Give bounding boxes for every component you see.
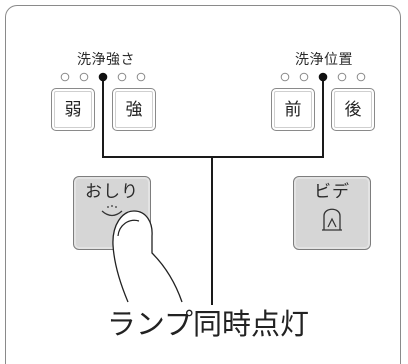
spray-dot bbox=[107, 206, 109, 208]
bidet-button-label: ビデ bbox=[314, 182, 350, 201]
control-panel-frame bbox=[5, 5, 401, 364]
strength-label: 洗浄強さ bbox=[77, 51, 135, 67]
bidet-icon-inner bbox=[327, 217, 337, 228]
strength-weak-button[interactable]: 弱 bbox=[51, 88, 95, 131]
bidet-icon bbox=[322, 208, 342, 231]
spray-dot bbox=[115, 206, 117, 208]
spray-dot bbox=[111, 205, 113, 207]
bidet-icon-outline bbox=[323, 208, 341, 230]
strength-strong-button[interactable]: 強 bbox=[112, 88, 156, 131]
bidet-button[interactable]: ビデ bbox=[293, 176, 371, 250]
oshiri-button[interactable]: おしり bbox=[73, 176, 151, 250]
oshiri-button-label: おしり bbox=[85, 182, 139, 201]
rear-wash-icon bbox=[101, 205, 123, 217]
position-back-button[interactable]: 後 bbox=[331, 88, 375, 131]
position-front-button[interactable]: 前 bbox=[271, 88, 315, 131]
position-label: 洗浄位置 bbox=[295, 51, 353, 67]
lamp-callout-text: ランプ同時点灯 bbox=[106, 309, 310, 341]
rear-wash-curve bbox=[101, 210, 123, 217]
